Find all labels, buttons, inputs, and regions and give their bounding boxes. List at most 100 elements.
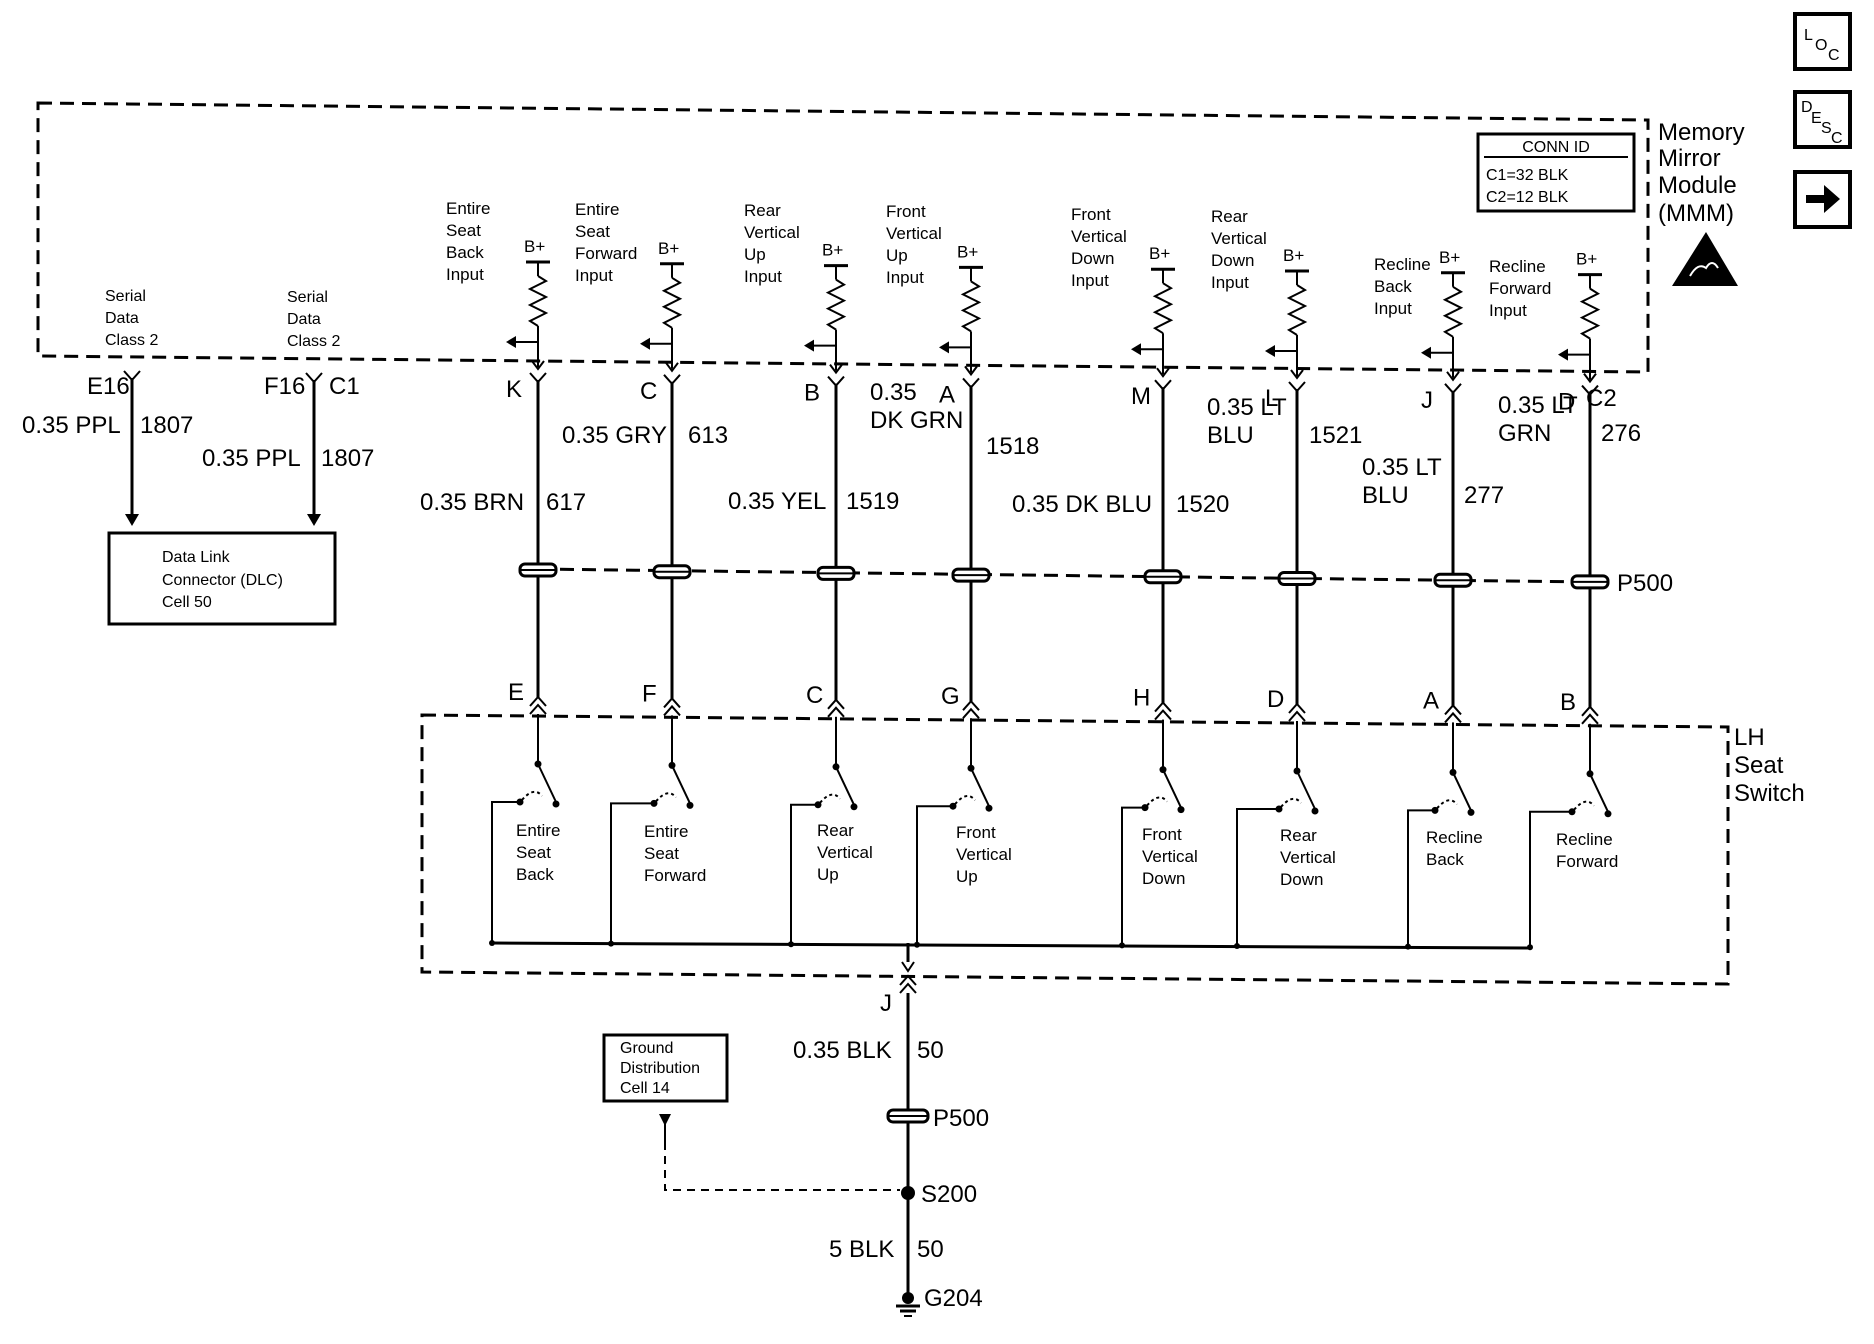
input-arrow-icon [1558,348,1568,361]
svg-text:G204: G204 [924,1285,983,1312]
mmm-pin-label: B [804,380,820,407]
p500-inline-connector [886,1108,930,1124]
wire-gauge-color-label: 0.35 GRY [562,422,667,449]
switch-pin-label: F [642,680,657,707]
input-label: Input [744,267,782,286]
switch-position-label: Back [516,865,554,884]
p500-connector-line [537,567,1591,584]
bplus-label: B+ [524,237,545,256]
svg-text:C2=12 BLK: C2=12 BLK [1486,189,1569,206]
pullup-resistor-icon [661,276,683,329]
switch-common-bus [491,941,1531,950]
switch-position-label: Entire [516,821,560,840]
svg-text:D: D [1801,99,1813,116]
wire-gauge-color-label: 0.35 YEL [728,488,826,515]
svg-text:CONN ID: CONN ID [1522,139,1590,156]
switch-position-label: Vertical [1280,848,1336,867]
switch-position-label: Recline [1426,828,1483,847]
circuit-number-label: 1520 [1176,491,1229,518]
input-label: Forward [575,244,637,263]
mmm-pin-label: M [1131,383,1151,410]
next-page-button[interactable] [1793,170,1852,229]
input-label: Input [575,266,613,285]
input-label: Vertical [886,224,942,243]
switch-position-label: Vertical [817,843,873,862]
input-label: Recline [1489,257,1546,276]
input-label: Input [1071,271,1109,290]
mmm-module-name: Memory Mirror Module (MMM) [1658,119,1745,227]
input-label: Recline [1374,255,1431,274]
svg-text:Switch: Switch [1734,780,1805,807]
wire-gauge-color-label: 0.35 [870,379,917,406]
input-label: Entire [446,199,490,218]
switch-contact-icon [1296,770,1316,810]
conn-id-box: CONN ID C1=32 BLK C2=12 BLK [1476,132,1636,213]
svg-text:(MMM): (MMM) [1658,200,1734,227]
input-label: Seat [575,222,610,241]
input-label: Input [886,268,924,287]
svg-text:Module: Module [1658,172,1737,199]
switch-pin-label: D [1267,686,1284,713]
svg-text:1807: 1807 [140,412,193,439]
wire-gauge-color-label: DK GRN [870,407,963,434]
svg-text:0.35 PPL: 0.35 PPL [202,445,301,472]
input-label: Rear [1211,207,1248,226]
wire-gauge-color-label: 0.35 LT [1362,454,1442,481]
circuit-number-label: 276 [1601,420,1641,447]
switch-pin-label: E [508,679,524,706]
switch-position-label: Forward [1556,852,1618,871]
switch-contact-icon [1452,771,1472,811]
pullup-resistor-icon [527,275,549,327]
pullup-resistor-icon [1442,285,1464,338]
switch-position-label: Vertical [956,845,1012,864]
svg-text:C1=32 BLK: C1=32 BLK [1486,167,1569,184]
switch-position-label: Back [1426,850,1464,869]
svg-text:Cell 50: Cell 50 [162,594,212,611]
pullup-resistor-icon [1152,282,1174,335]
switch-position-label: Front [956,823,996,842]
esd-warning-icon [1672,232,1738,286]
mmm-pin-label: L [1265,385,1278,412]
input-label: Down [1071,249,1114,268]
input-label: Vertical [1071,227,1127,246]
switch-position-label: Seat [516,843,551,862]
bplus-label: B+ [1439,248,1460,267]
input-arrow-icon [640,337,650,350]
input-label: Front [1071,205,1111,224]
switch-position-label: Rear [1280,826,1317,845]
mmm-pin-label: D [1558,389,1575,416]
wire-gauge-color-label: 0.35 LT [1207,394,1287,421]
input-label: Back [1374,277,1412,296]
dlc-box: Data Link Connector (DLC) Cell 50 [107,531,337,626]
input-arrow-icon [1265,345,1275,357]
switch-position-label: Recline [1556,830,1613,849]
switch-position-label: Vertical [1142,847,1198,866]
wire-gauge-color-label: 0.35 LT [1498,392,1578,419]
loc-button[interactable]: L O C [1793,12,1852,71]
svg-text:Data: Data [105,310,139,327]
bplus-label: B+ [822,241,843,260]
input-label: Entire [575,200,619,219]
svg-text:J: J [880,990,892,1017]
svg-text:Memory: Memory [1658,119,1745,146]
bplus-label: B+ [658,239,679,258]
wire-gauge-color-label: 0.35 DK BLU [1012,491,1152,518]
switch-contact-icon [671,764,691,804]
pullup-resistor-icon [1286,284,1308,336]
mmm-pin-label: A [939,381,955,408]
svg-text:Data: Data [287,311,321,328]
svg-text:LH: LH [1734,724,1765,751]
switch-pin-label: B [1560,689,1576,716]
svg-text:F16: F16 [264,373,305,400]
input-label: Rear [744,201,781,220]
svg-text:Data Link: Data Link [162,549,231,566]
desc-button[interactable]: D E S C [1793,90,1852,149]
input-label: Down [1211,251,1254,270]
